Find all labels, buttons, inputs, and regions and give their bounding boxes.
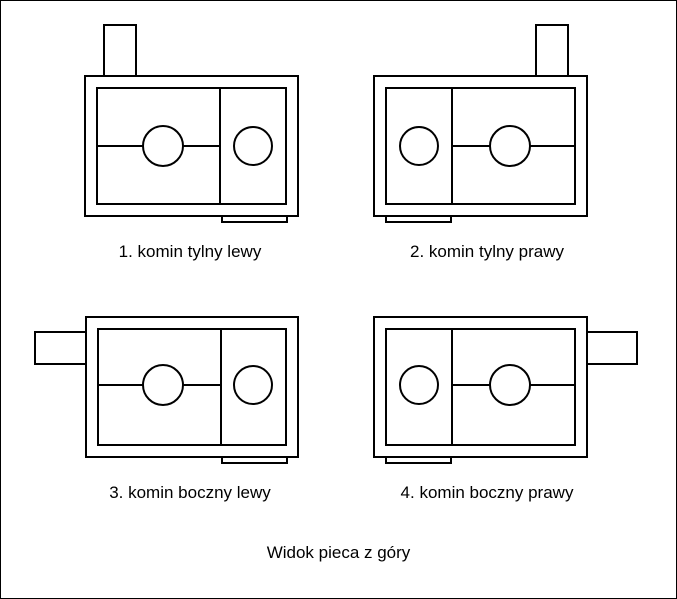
small-burner: [233, 126, 273, 166]
caption-diagram-3: 3. komin boczny lewy: [109, 483, 271, 502]
ash-drawer: [385, 215, 452, 223]
footer-caption: Widok pieca z góry: [266, 543, 411, 562]
chimney-side-right: [586, 331, 638, 365]
large-burner: [142, 364, 184, 406]
stove-diagram-2: [373, 24, 588, 223]
caption-diagram-4: 4. komin boczny prawy: [400, 483, 574, 502]
chimney-rear-right: [535, 24, 569, 77]
stove-body: [373, 316, 588, 458]
small-burner: [399, 126, 439, 166]
stove-top: [97, 328, 287, 446]
chimney-side-left: [34, 331, 87, 365]
caption-diagram-2: 2. komin tylny prawy: [410, 242, 564, 261]
ash-drawer: [385, 456, 452, 464]
stove-diagram-1: [84, 24, 299, 223]
stove-body: [85, 316, 299, 458]
chimney-rear-left: [103, 24, 137, 77]
large-burner: [142, 125, 184, 167]
stove-diagram-4: [373, 316, 638, 464]
stove-top: [385, 328, 576, 446]
ash-drawer: [221, 215, 288, 223]
large-burner: [489, 125, 531, 167]
small-burner: [233, 365, 273, 405]
stove-body: [373, 75, 588, 217]
ash-drawer: [221, 456, 288, 464]
stove-diagram-3: [34, 316, 299, 464]
caption-diagram-1: 1. komin tylny lewy: [118, 242, 262, 261]
small-burner: [399, 365, 439, 405]
stove-body: [84, 75, 299, 217]
large-burner: [489, 364, 531, 406]
